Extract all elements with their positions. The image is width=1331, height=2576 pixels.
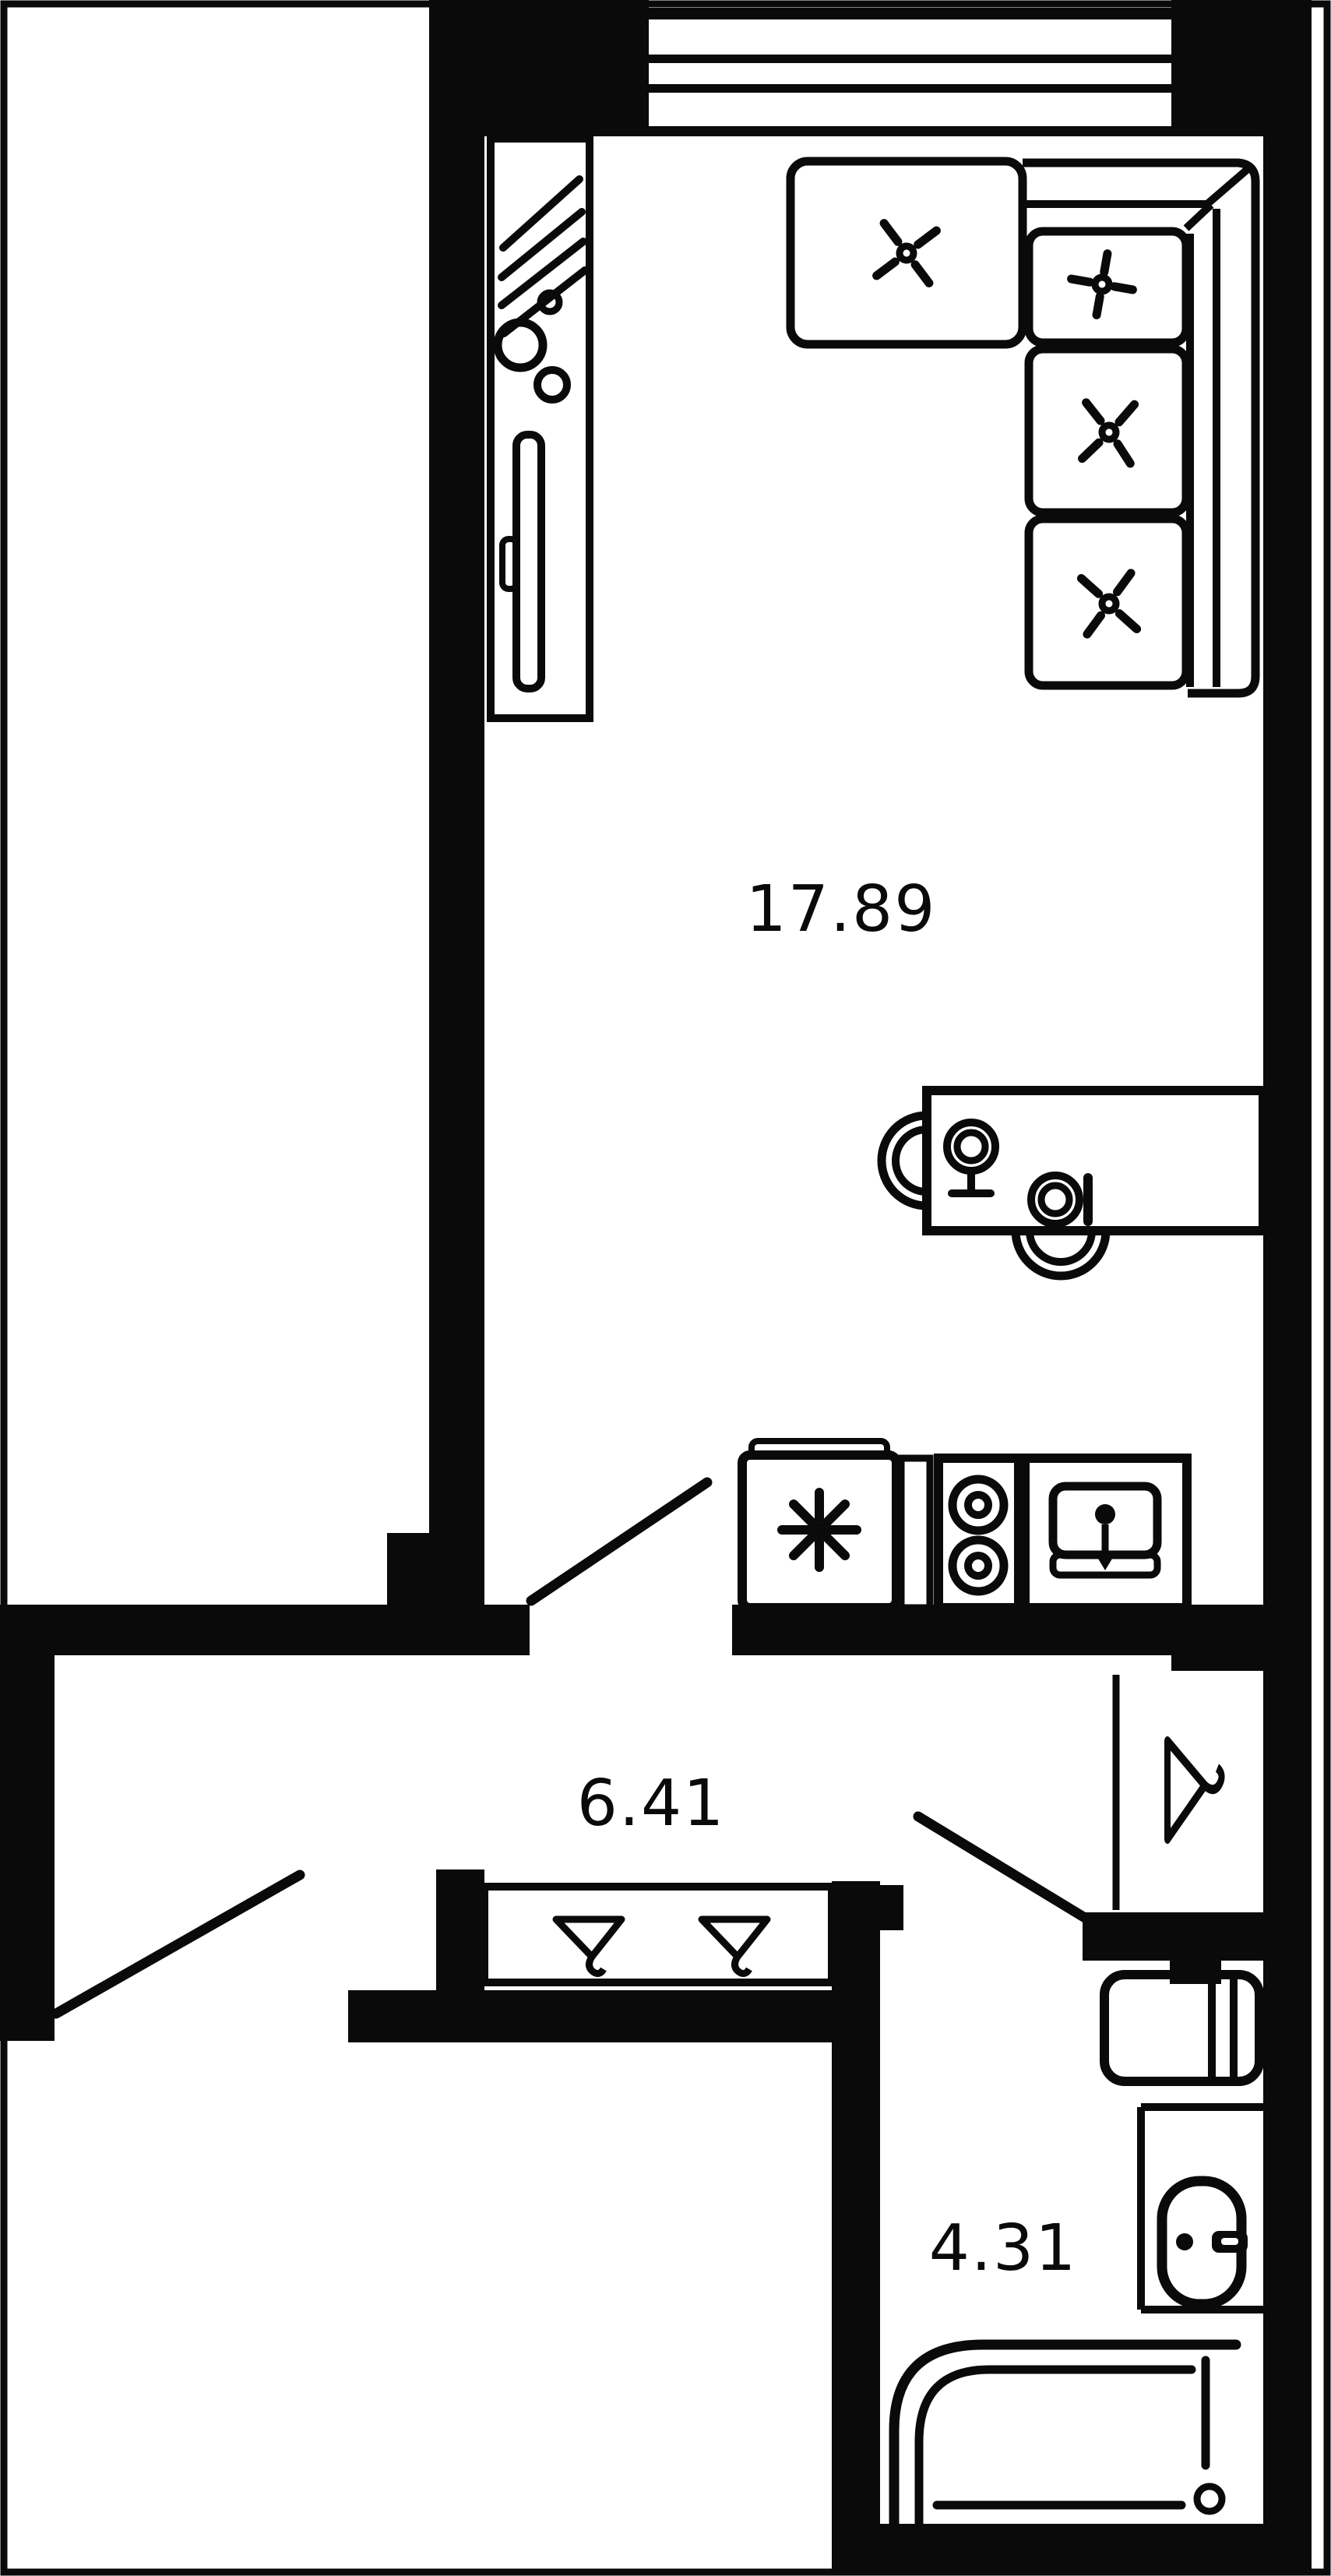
living-kitchen-area-label: 17.89 [746, 872, 937, 946]
tuft-plus-icon [1067, 249, 1137, 319]
chair-icon [877, 1111, 928, 1210]
burner-icon [948, 1535, 1009, 1596]
entry-door-leaf [51, 1869, 305, 2019]
plate-icon [1027, 1172, 1093, 1228]
hob [934, 1454, 1023, 1612]
tuft-x-icon [1078, 398, 1139, 468]
chair-icon [1011, 1230, 1111, 1281]
kitchen-row [738, 1438, 1192, 1612]
faucet-icon [1095, 1504, 1115, 1524]
bathtub [889, 2339, 1241, 2533]
refrigerator [738, 1438, 901, 1612]
burner-icon [948, 1475, 1009, 1535]
snowflake-icon [777, 1488, 861, 1572]
coat-closet [481, 1883, 836, 1986]
toilet-icon [1157, 2176, 1248, 2310]
hanger-icon [1164, 1736, 1225, 1844]
counter-filler [897, 1454, 934, 1612]
wardrobe-column [487, 135, 593, 722]
toilet-area [1137, 2103, 1263, 2313]
room-door-leaf [526, 1477, 713, 1606]
doors [51, 1477, 1090, 2019]
hallway-area-label: 6.41 [577, 1767, 726, 1841]
drain-icon [1193, 2483, 1226, 2515]
closet-compartment [1112, 1675, 1225, 1910]
bathroom-area-label: 4.31 [929, 2211, 1078, 2285]
bathroom-door-leaf [913, 1811, 1090, 1923]
dining-table [877, 1086, 1268, 1281]
hanger-icon [698, 1915, 771, 1977]
window [649, 8, 1171, 136]
plate-icon [943, 1119, 999, 1197]
tuft-x-icon [1076, 569, 1142, 639]
washing-machine [1100, 1970, 1264, 2086]
tuft-x-icon [872, 219, 941, 287]
kitchen-sink [1020, 1454, 1192, 1612]
corner-sofa [786, 157, 1260, 698]
hanger-icon [552, 1915, 625, 1977]
